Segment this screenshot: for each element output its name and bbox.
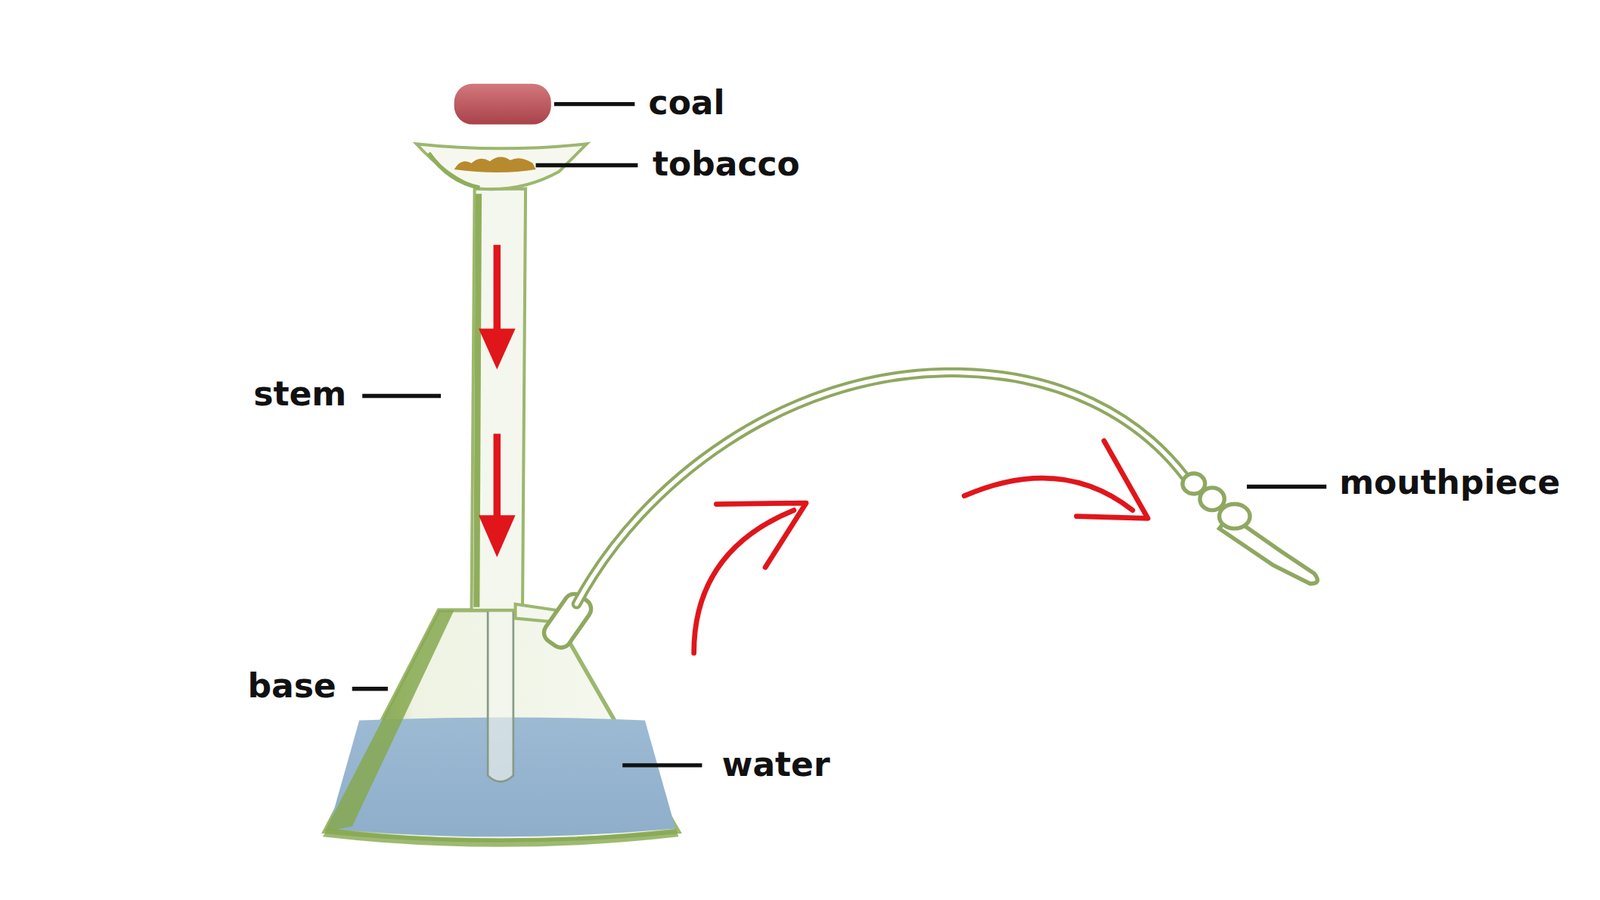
part-label: base (245, 667, 338, 704)
part-label: tobacco (651, 145, 802, 183)
flow-arrow (493, 244, 501, 337)
base-shade (324, 610, 454, 832)
hose-sleeve-body (539, 589, 596, 652)
part-label: mouthpiece (1337, 464, 1562, 501)
hose-sleeve (539, 589, 596, 652)
leader-line (362, 393, 441, 398)
leader-line (536, 163, 639, 168)
flow-arrowhead (478, 514, 516, 557)
flow-arrowhead (716, 502, 807, 568)
flow-arrowhead (478, 328, 516, 369)
hose-inner (576, 372, 1186, 604)
flow-arrow (493, 433, 501, 522)
flow-arrow (694, 510, 794, 654)
leader-line (1246, 484, 1327, 489)
base-bottom (322, 828, 680, 847)
bowl-shade (428, 152, 480, 188)
stem-shade (473, 193, 482, 607)
leader-line (352, 686, 388, 691)
mouthpiece-bead (1200, 487, 1225, 511)
flow-arrow (964, 477, 1133, 511)
coal-piece (454, 83, 552, 125)
tobacco-pile (454, 156, 537, 173)
leader-line (554, 102, 636, 106)
mouthpiece-bead (1219, 504, 1250, 529)
leader-line (622, 762, 702, 767)
hose-outline (576, 372, 1186, 604)
part-label: stem (251, 375, 348, 413)
part-label: coal (647, 84, 727, 121)
stem-body (471, 189, 527, 611)
part-label: water (720, 746, 832, 783)
flow-arrowhead (1076, 440, 1148, 519)
base-body (324, 610, 679, 841)
down-tube (487, 610, 514, 782)
